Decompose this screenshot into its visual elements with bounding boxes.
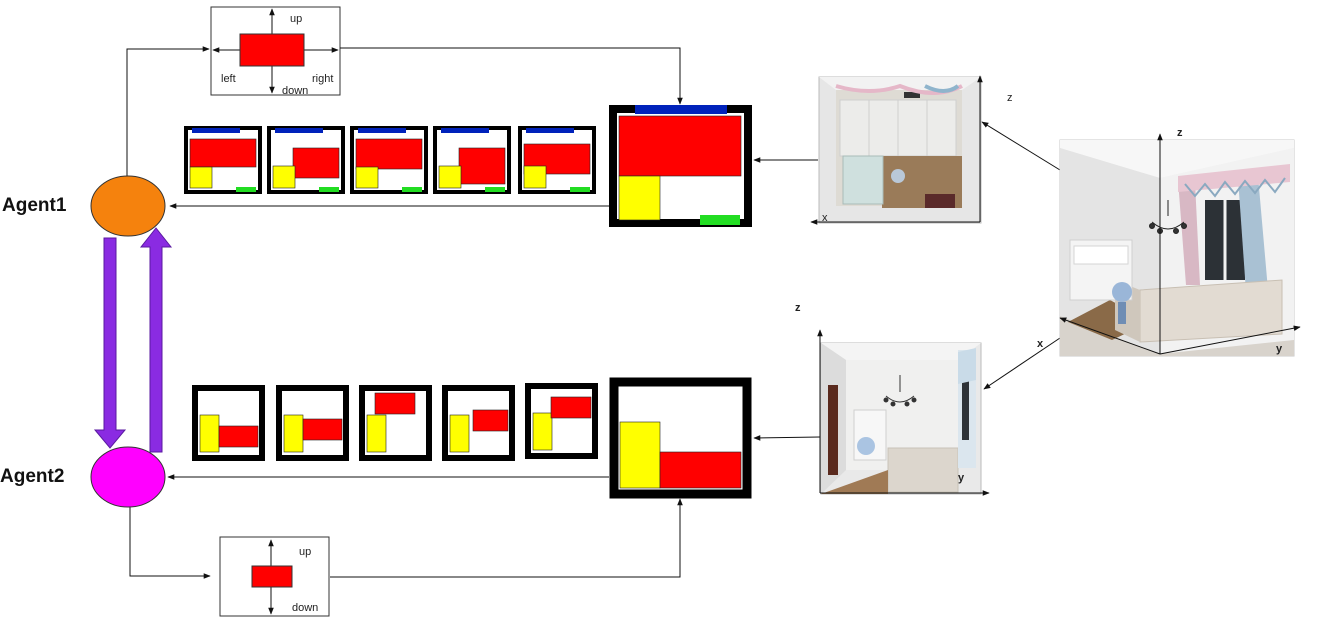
- top-view-axis-z: z: [1007, 92, 1013, 104]
- label-down: down: [292, 602, 318, 614]
- chandelier-icon: [1149, 200, 1187, 234]
- agent-communication-arrows: [93, 227, 173, 453]
- side-view-axis-y: y: [958, 472, 965, 484]
- side-view-layout-sequence: [192, 383, 598, 461]
- agent1-label: Agent1: [2, 195, 67, 216]
- layout-thumbnail: [276, 385, 349, 461]
- label-up: up: [290, 13, 302, 25]
- chandelier-icon: [883, 375, 917, 407]
- layout-thumbnail: [184, 126, 262, 194]
- layout-thumbnail: [525, 383, 598, 459]
- layout-thumbnail: [192, 385, 265, 461]
- top-view-axis-x: x: [822, 212, 828, 224]
- label-up: up: [299, 546, 311, 558]
- arrow-up: [139, 227, 173, 453]
- label-down: down: [282, 85, 308, 97]
- layout-thumbnail: [350, 126, 428, 194]
- layout-thumbnail: [267, 126, 345, 194]
- connectors: [126, 46, 1061, 579]
- label-right: right: [312, 73, 333, 85]
- action-furniture-block: [239, 33, 305, 67]
- side-view-axis-z: z: [795, 302, 801, 314]
- perspective-room-render: z y x: [1037, 127, 1301, 357]
- top-view-layout-sequence: [184, 126, 596, 194]
- layout-thumbnail: [359, 385, 432, 461]
- action-furniture-block: [251, 565, 293, 588]
- top-view-room-render: z x: [810, 75, 1013, 225]
- arrow-down: [93, 237, 127, 449]
- label-left: left: [221, 73, 236, 85]
- agent1: Agent1: [2, 175, 166, 237]
- layout-thumbnail: [433, 126, 511, 194]
- perspective-axis-z: z: [1177, 127, 1183, 139]
- perspective-axis-x: x: [1037, 338, 1044, 350]
- layout-thumbnail: [442, 385, 515, 461]
- side-view-current-layout: [609, 377, 752, 499]
- top-view-current-layout: [609, 105, 752, 227]
- agent1-action-space-box: up left right down: [210, 6, 341, 97]
- layout-thumbnail: [518, 126, 596, 194]
- side-view-room-render: z y: [795, 302, 990, 496]
- agent2-label: Agent2: [0, 466, 64, 487]
- agent2: Agent2: [0, 446, 166, 508]
- agent2-action-space-box: up down: [219, 536, 330, 617]
- perspective-axis-y: y: [1276, 343, 1283, 355]
